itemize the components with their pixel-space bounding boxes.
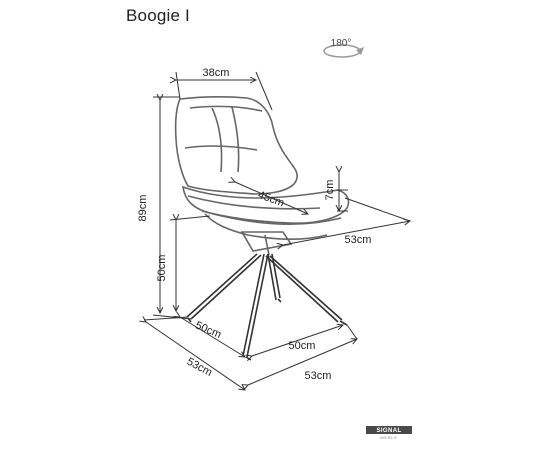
dimension-label-38: 38cm xyxy=(203,67,230,79)
chair-outline-icon xyxy=(174,96,350,256)
rotation-indicator: 180° xyxy=(323,38,364,58)
brand-name: SIGNAL xyxy=(376,428,401,434)
dimension-label-50-depth: 50cm xyxy=(193,319,222,341)
chair-legs-icon xyxy=(186,253,348,361)
dimension-lines xyxy=(144,71,410,390)
dimension-label-89: 89cm xyxy=(137,195,149,222)
dimension-label-50-height: 50cm xyxy=(156,255,168,282)
dimension-label-7: 7cm xyxy=(324,180,336,201)
brand-logo: SIGNAL MEBLE xyxy=(366,426,412,440)
product-title: Boogie I xyxy=(126,6,190,25)
dimension-label-53-seat: 53cm xyxy=(345,234,372,246)
rotation-label: 180° xyxy=(331,38,352,49)
dimension-label-45: 45cm xyxy=(256,189,285,209)
dimension-label-53-width: 53cm xyxy=(305,370,332,382)
brand-subtitle: MEBLE xyxy=(380,435,398,440)
dimension-label-50-width: 50cm xyxy=(289,340,316,352)
